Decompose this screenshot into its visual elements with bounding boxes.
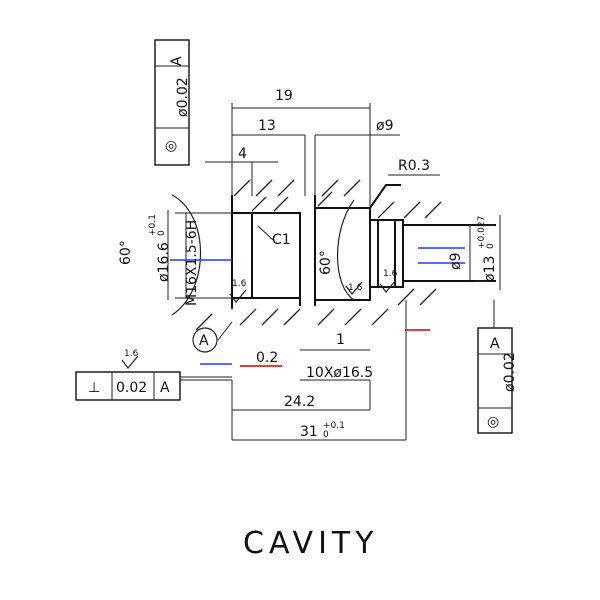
fcf-perpendicularity: ⊥ 0.02 A [75, 371, 181, 401]
datum-label: A [199, 333, 209, 349]
fcf-top-symbol: ◎ [165, 138, 177, 154]
drawing-title: CAVITY [243, 526, 379, 561]
dim-31-tol-upper: +0.1 [323, 421, 345, 431]
fcf-perp-datum: A [160, 380, 170, 396]
dim-dia-13-tol-lower: 0 [486, 243, 496, 249]
dim-dia-13: ø13 [482, 256, 498, 282]
roughness-3: 1.6 [383, 269, 398, 279]
dim-10x16-5: 10Xø16.5 [306, 365, 373, 381]
dim-angle-inner: 60° [318, 250, 334, 275]
fcf-perp-value: 0.02 [116, 380, 147, 396]
dim-radius: R0.3 [398, 158, 430, 174]
fcf-right-datum: A [490, 336, 500, 352]
dim-dia-16-6-tol-lower: 0 [157, 230, 167, 236]
dim-dia-16-6-tol-upper: +0.1 [148, 214, 158, 236]
section-hatching [195, 179, 442, 331]
fcf-top: A ø0.02 ◎ [154, 39, 191, 166]
dim-dia-13-tol-upper: +0.027 [477, 216, 487, 249]
fcf-right: A ø0.02 ◎ [477, 327, 518, 434]
roughness-4: 1.6 [124, 349, 139, 359]
fcf-perp-symbol: ⊥ [88, 380, 100, 396]
datum-a: A [192, 327, 218, 353]
roughness-symbols: 1.6 1.6 1.6 1.6 [121, 269, 398, 369]
fcf-top-datum: A [169, 56, 185, 66]
dim-13: 13 [258, 118, 276, 134]
dim-thread: M16X1.5-6H [184, 220, 200, 306]
dim-chamfer: C1 [272, 232, 291, 248]
part-outline [171, 184, 496, 316]
dim-dia-9-top: ø9 [376, 118, 393, 134]
dimension-lines [167, 103, 501, 441]
dim-dia-9-right: ø9 [448, 253, 464, 270]
dim-31-tol-lower: 0 [323, 430, 329, 440]
dim-1: 1 [336, 332, 345, 348]
fcf-top-value: ø0.02 [175, 77, 191, 117]
dim-31: 31 [300, 424, 318, 440]
dim-dia-16-6: ø16.6 [156, 242, 172, 282]
dim-4: 4 [238, 146, 247, 162]
dim-angle-left: 60° [118, 240, 134, 265]
dimension-text: 19 13 4 ø9 R0.3 C1 60° 60° ø16.6 +0.1 0 … [118, 88, 498, 440]
dim-0-2: 0.2 [256, 350, 278, 366]
roughness-1: 1.6 [232, 279, 247, 289]
dim-24-2: 24.2 [284, 394, 315, 410]
fcf-right-value: ø0.02 [502, 352, 518, 392]
fcf-right-symbol: ◎ [487, 414, 499, 430]
dim-19: 19 [275, 88, 293, 104]
roughness-2: 1.6 [348, 283, 363, 293]
